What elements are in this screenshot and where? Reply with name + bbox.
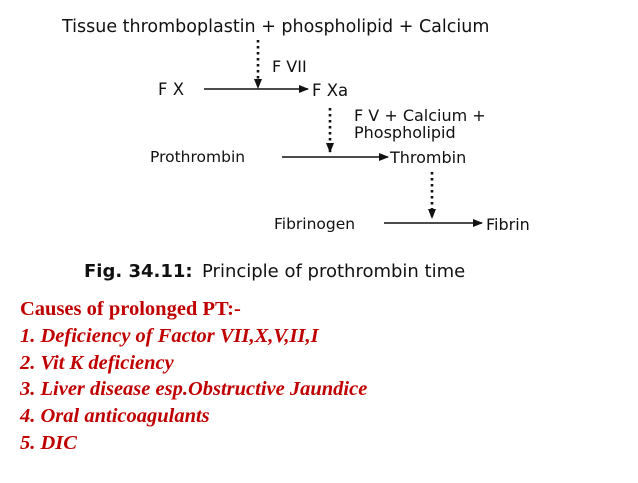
figure-caption-label: Fig. 34.11: bbox=[84, 261, 193, 282]
prothrombin-label: Prothrombin bbox=[150, 148, 245, 166]
figure-caption-text: Principle of prothrombin time bbox=[202, 261, 465, 282]
notes-item: 3. Liver disease esp.Obstructive Jaundic… bbox=[20, 378, 368, 401]
notes-item: 1. Deficiency of Factor VII,X,V,II,I bbox=[20, 324, 319, 347]
fx-label: F X bbox=[158, 80, 184, 99]
fibrinogen-label: Fibrinogen bbox=[274, 215, 355, 233]
notes-item: 5. DIC bbox=[20, 431, 77, 454]
notes-item: 4. Oral anticoagulants bbox=[20, 405, 210, 428]
fxa-label: F Xa bbox=[312, 81, 348, 100]
top-reactants-label: Tissue thromboplastin + phospholipid + C… bbox=[61, 17, 489, 37]
catalyst-2-line-1: F V + Calcium + bbox=[354, 106, 486, 125]
fibrin-label: Fibrin bbox=[486, 215, 530, 234]
notes-heading: Causes of prolonged PT:- bbox=[20, 298, 241, 320]
catalyst-1-label: F VII bbox=[272, 57, 307, 76]
notes-item: 2. Vit K deficiency bbox=[20, 351, 174, 374]
prolonged-pt-notes: Causes of prolonged PT:- 1. Deficiency o… bbox=[20, 296, 620, 457]
thrombin-label: Thrombin bbox=[389, 148, 466, 167]
catalyst-2-line-2: Phospholipid bbox=[354, 123, 456, 142]
